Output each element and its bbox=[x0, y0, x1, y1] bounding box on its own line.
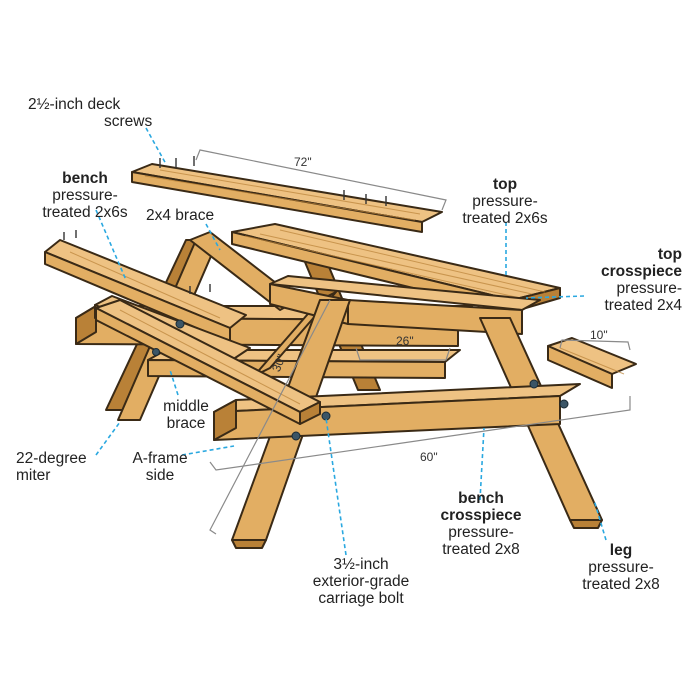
bench-label: bench pressure- treated 2x6s bbox=[42, 170, 128, 221]
top-crosspiece-label: top crosspiece pressure- treated 2x4 bbox=[601, 246, 682, 314]
middle-brace-label: middle brace bbox=[163, 398, 209, 432]
top-label: top pressure- treated 2x6s bbox=[462, 176, 548, 227]
carriage-bolt-label: 3½-inch exterior-grade carriage bolt bbox=[312, 556, 410, 607]
leg-label: leg pressure- treated 2x8 bbox=[582, 542, 660, 593]
a-frame-label: A-frame side bbox=[132, 450, 188, 484]
miter-label: 22-degree miter bbox=[16, 450, 87, 484]
dimension-26in: 26" bbox=[396, 334, 414, 348]
deck-screws-label: 2½-inch deck screws bbox=[28, 96, 153, 130]
dimension-60in: 60" bbox=[420, 450, 438, 464]
top-boards-exploded bbox=[131, 156, 443, 233]
brace-label: 2x4 brace bbox=[146, 207, 215, 224]
bench-crosspiece-label: bench crosspiece pressure- treated 2x8 bbox=[440, 490, 522, 558]
dimension-10in: 10" bbox=[590, 328, 608, 342]
dimension-72in: 72" bbox=[294, 155, 312, 169]
dimension-lines bbox=[195, 149, 631, 535]
front-bench-boards bbox=[95, 299, 637, 425]
leader-lines bbox=[95, 127, 607, 556]
